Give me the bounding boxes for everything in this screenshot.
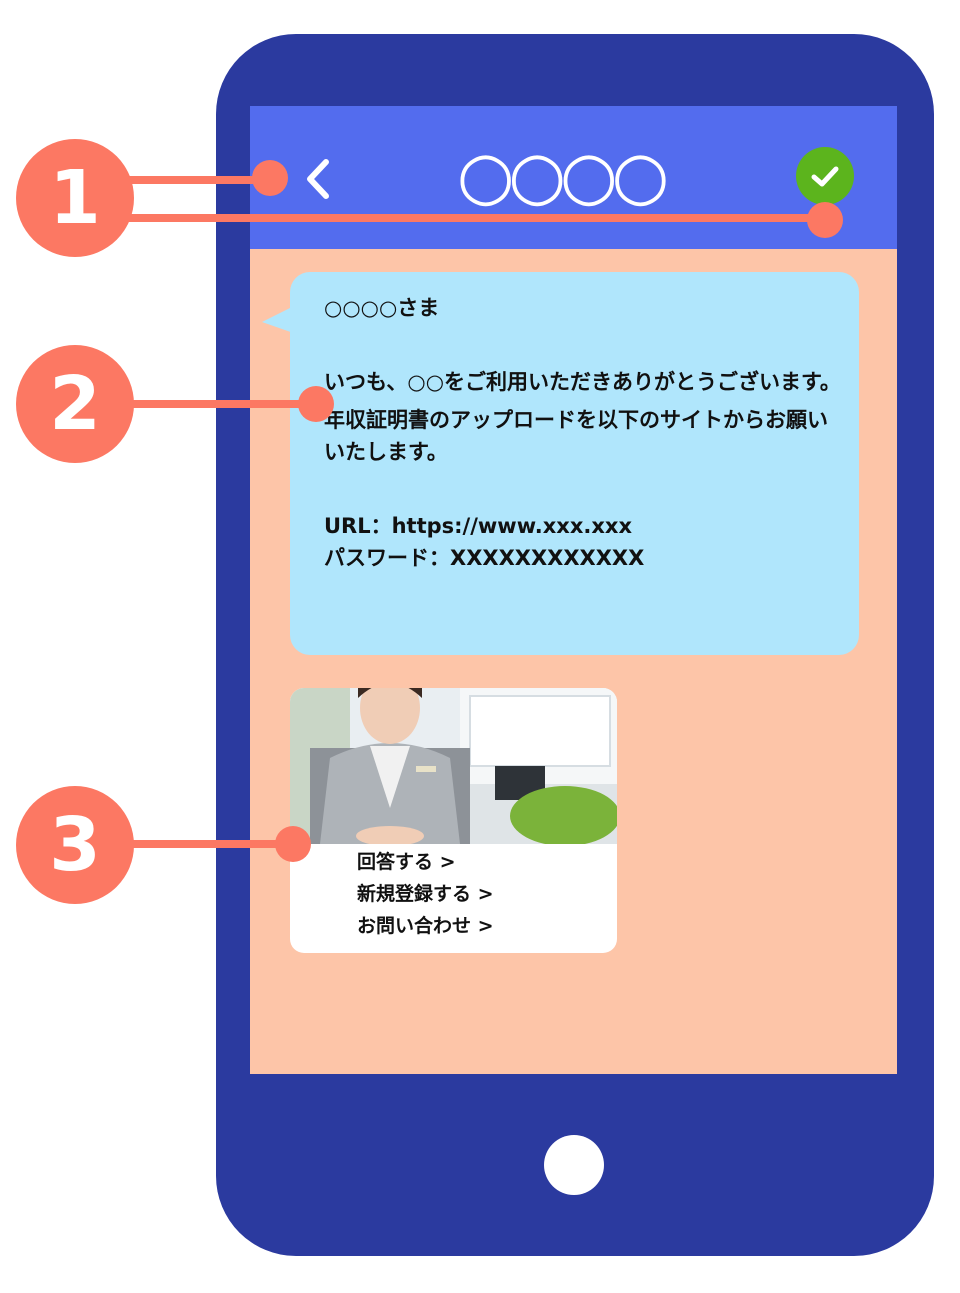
- callout-badge-2: 2: [16, 345, 134, 463]
- check-circle-icon: [796, 147, 854, 205]
- phone-screen: ○○○○ ○○○○さま いつも、○○をご利用いただきありがとうございます。 年収…: [250, 106, 897, 1074]
- home-button[interactable]: [544, 1135, 604, 1195]
- contact-link[interactable]: お問い合わせ >: [357, 915, 494, 937]
- answer-link[interactable]: 回答する >: [357, 851, 456, 873]
- chevron-left-icon[interactable]: [298, 156, 338, 202]
- chat-header: ○○○○: [250, 106, 897, 249]
- card-links: 回答する > 新規登録する > お問い合わせ >: [357, 846, 607, 942]
- message-greeting: ○○○○さま: [324, 296, 440, 320]
- chat-title: ○○○○: [456, 137, 669, 214]
- message-bubble: ○○○○さま いつも、○○をご利用いただきありがとうございます。 年収証明書のア…: [290, 272, 859, 655]
- rich-menu-card: 回答する > 新規登録する > お問い合わせ >: [290, 688, 617, 953]
- message-text: ○○○○さま いつも、○○をご利用いただきありがとうございます。 年収証明書のア…: [324, 292, 844, 574]
- register-link[interactable]: 新規登録する >: [357, 883, 494, 905]
- callout-badge-3: 3: [16, 786, 134, 904]
- message-url[interactable]: URL：https://www.xxx.xxx: [324, 514, 632, 538]
- message-line-2: 年収証明書のアップロードを以下のサイトからお願いいたします。: [324, 408, 828, 464]
- message-password: パスワード：XXXXXXXXXXXX: [324, 546, 645, 570]
- staff-photo: [290, 688, 617, 844]
- callout-badge-1: 1: [16, 139, 134, 257]
- message-line-1: いつも、○○をご利用いただきありがとうございます。: [324, 370, 841, 394]
